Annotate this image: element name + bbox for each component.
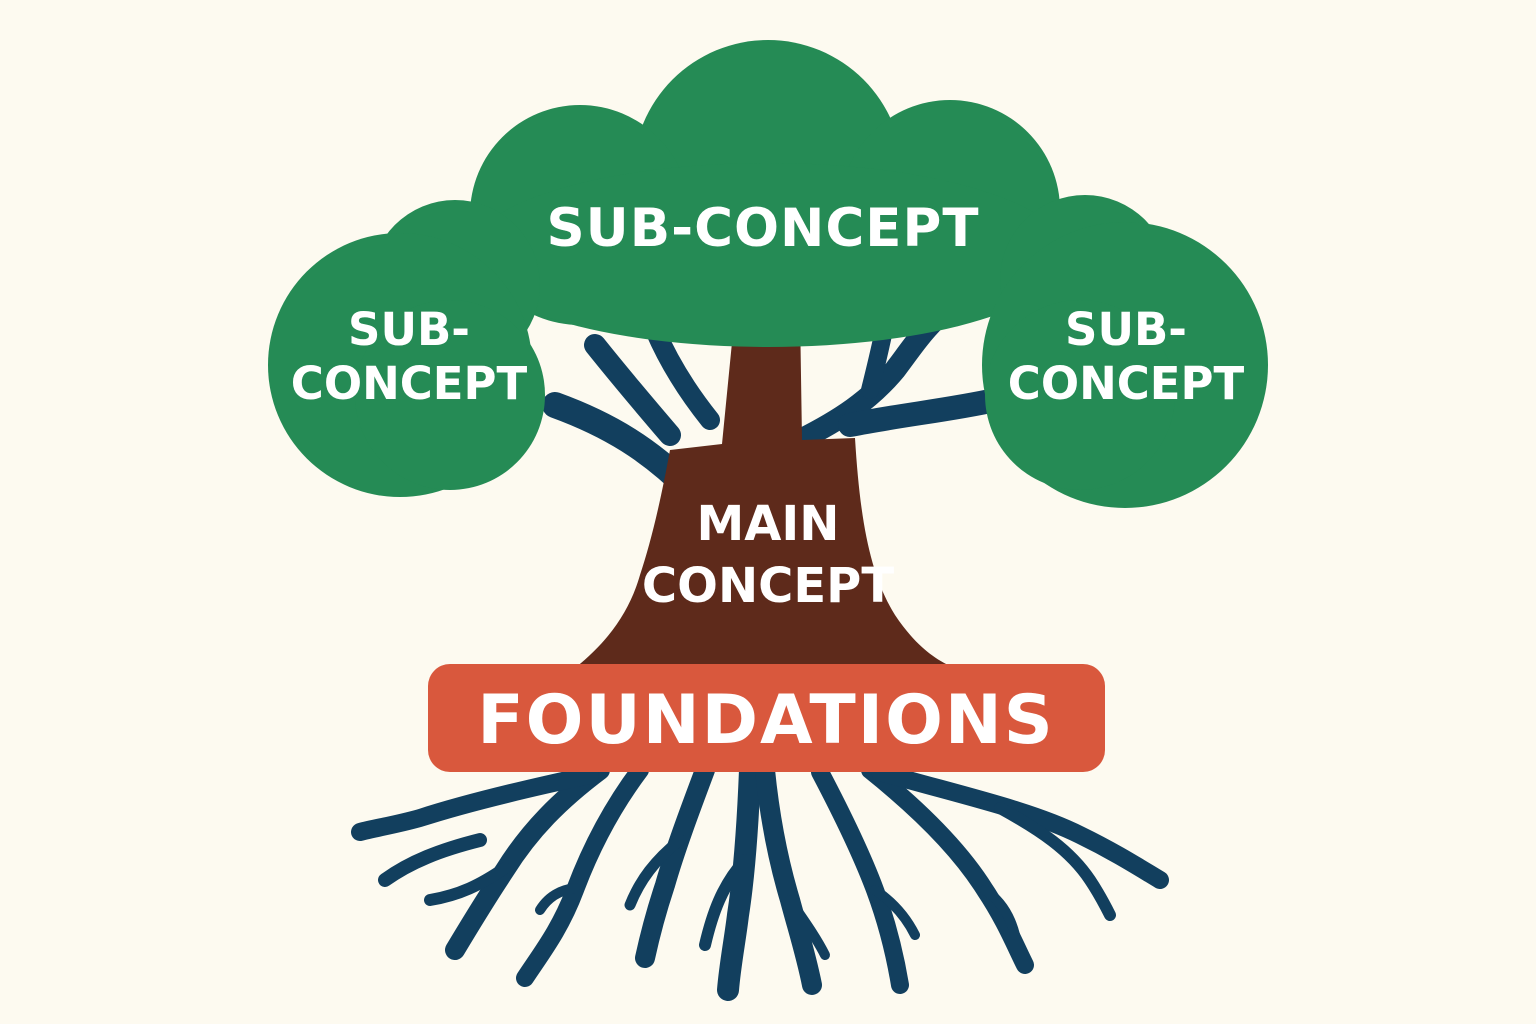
branches [542, 309, 1007, 503]
root [516, 761, 649, 987]
root [871, 763, 1169, 889]
root [699, 854, 751, 951]
root [870, 885, 920, 940]
canopy-left-lobe [355, 300, 545, 490]
root [624, 834, 686, 911]
root [424, 862, 511, 906]
canopy [268, 40, 1268, 508]
canopy-center [468, 163, 1068, 347]
root [535, 883, 580, 915]
root [980, 885, 1020, 940]
right-sub-concept-label-line1: SUB- [1065, 303, 1187, 356]
top-sub-concept-label: SUB-CONCEPT [546, 198, 979, 259]
left-sub-concept-label-line2: CONCEPT [291, 357, 528, 410]
root [378, 833, 487, 887]
branch [838, 388, 1007, 437]
roots [351, 759, 1169, 1001]
main-concept-label-line1: MAIN [697, 496, 840, 552]
main-concept-label-line2: CONCEPT [642, 558, 894, 614]
foundations-bar [428, 664, 1105, 772]
root [861, 761, 1034, 974]
right-sub-concept-label-line2: CONCEPT [1008, 357, 1245, 410]
root [811, 763, 909, 994]
root [785, 895, 830, 960]
root [755, 760, 822, 995]
root [351, 766, 599, 841]
root [635, 760, 715, 968]
root [994, 802, 1116, 921]
branch [584, 334, 681, 446]
left-sub-concept-label-line1: SUB- [348, 303, 470, 356]
foundations-label: FOUNDATIONS [477, 681, 1055, 760]
trunk [575, 312, 955, 668]
root [717, 759, 761, 1001]
branch [645, 320, 720, 430]
branch [789, 309, 946, 451]
canopy-right-lobe [985, 300, 1175, 490]
